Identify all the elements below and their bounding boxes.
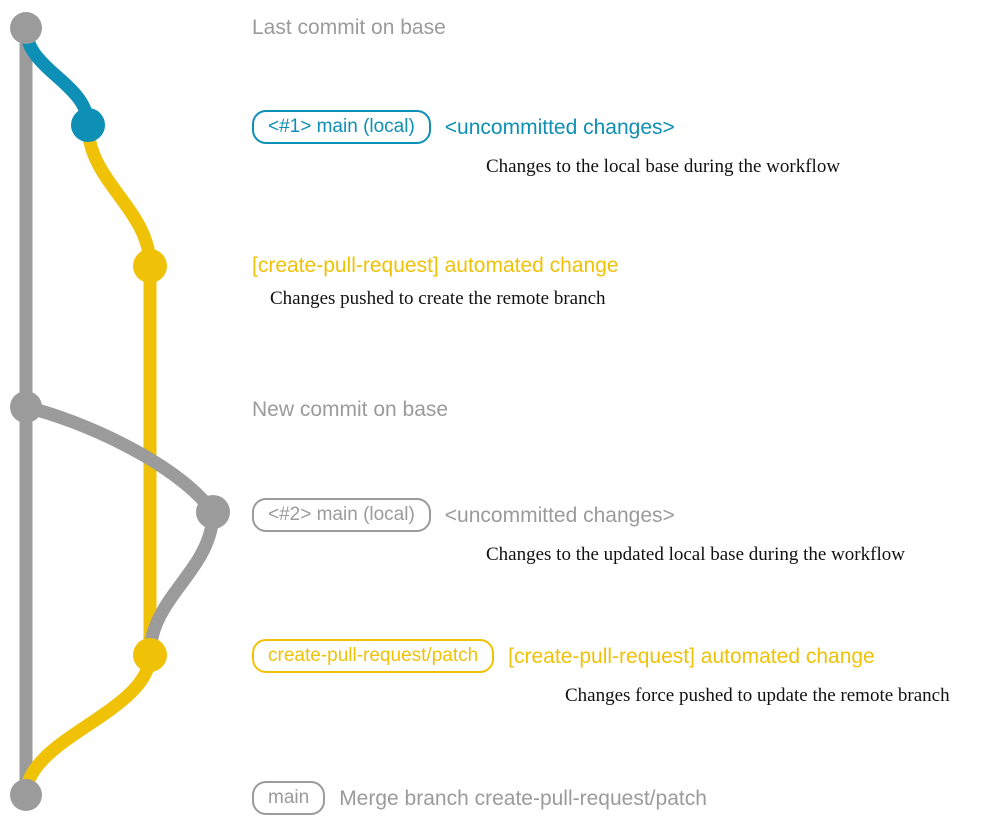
commit-subject: Merge branch create-pull-request/patch	[339, 786, 707, 810]
node-last-commit-on-base[interactable]	[10, 12, 42, 44]
row-automated-change-1: [create-pull-request] automated change C…	[252, 255, 619, 308]
row-last-commit-on-base: Last commit on base	[252, 17, 446, 38]
commit-subject: [create-pull-request] automated change	[508, 644, 875, 668]
commit-description: Changes force pushed to update the remot…	[565, 685, 950, 706]
commit-subject: <uncommitted changes>	[444, 115, 675, 139]
ref-pill-local-2[interactable]: <#2> main (local)	[252, 498, 431, 532]
row-new-commit-on-base: New commit on base	[252, 399, 448, 420]
commit-description: Changes to the updated local base during…	[486, 544, 905, 565]
ref-pill-main[interactable]: main	[252, 781, 326, 815]
node-automated-change-2[interactable]	[133, 638, 167, 672]
edge-patch-2-to-merge	[19, 648, 157, 802]
edge-base-to-local-1	[19, 21, 95, 132]
row-head: <#2> main (local) <uncommitted changes>	[252, 498, 905, 532]
edge-base-to-local-2	[19, 400, 220, 519]
ref-pill-local-1[interactable]: <#1> main (local)	[252, 110, 431, 144]
commit-subject: <uncommitted changes>	[444, 503, 675, 527]
node-local-2[interactable]	[196, 495, 230, 529]
node-local-1[interactable]	[71, 108, 105, 142]
row-merge: main Merge branch create-pull-request/pa…	[252, 781, 707, 815]
row-automated-change-2: create-pull-request/patch [create-pull-r…	[252, 639, 950, 705]
edge-local-1-to-patch-1	[81, 118, 157, 273]
row-head: Last commit on base	[252, 17, 446, 38]
row-local-2: <#2> main (local) <uncommitted changes> …	[252, 498, 905, 564]
commit-subject: New commit on base	[252, 398, 449, 421]
node-merge[interactable]	[10, 779, 42, 811]
row-head: [create-pull-request] automated change	[252, 255, 619, 276]
commit-graph	[10, 12, 230, 811]
row-head: <#1> main (local) <uncommitted changes>	[252, 110, 840, 144]
row-local-1: <#1> main (local) <uncommitted changes> …	[252, 110, 840, 176]
row-head: main Merge branch create-pull-request/pa…	[252, 781, 707, 815]
commit-description: Changes to the local base during the wor…	[486, 156, 841, 177]
edge-local-2-to-patch-2	[143, 505, 220, 662]
row-head: create-pull-request/patch [create-pull-r…	[252, 639, 950, 673]
ref-pill-create-pull-request-patch[interactable]: create-pull-request/patch	[252, 639, 495, 673]
commit-description: Changes pushed to create the remote bran…	[270, 288, 606, 309]
row-head: New commit on base	[252, 399, 448, 420]
commit-subject: [create-pull-request] automated change	[252, 254, 619, 277]
commit-subject: Last commit on base	[252, 16, 446, 39]
node-automated-change-1[interactable]	[133, 249, 167, 283]
node-new-commit-on-base[interactable]	[10, 391, 42, 423]
